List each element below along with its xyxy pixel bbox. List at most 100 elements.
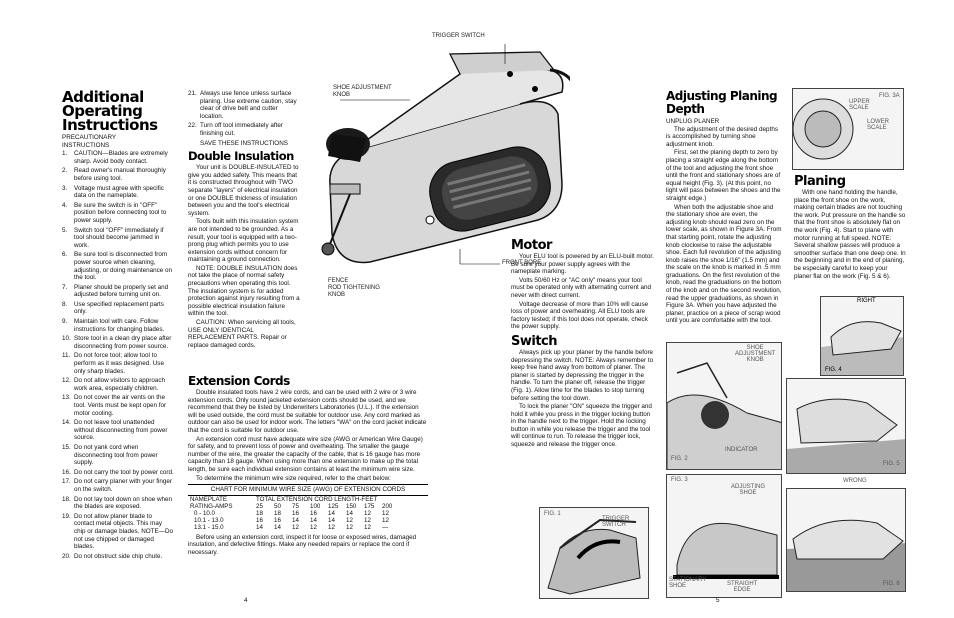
wire-size-cell: 16 [274, 516, 281, 524]
fig-2-indicator: INDICATOR [725, 447, 758, 453]
item-number: 14. [62, 419, 71, 427]
fig-6: FIG. 6 [786, 488, 906, 592]
item-number: 5. [62, 226, 68, 234]
additional-instructions-column: Additional Operating Instructions PRECAU… [62, 90, 174, 562]
item-text: Do not lay tool down on shoe when the bl… [74, 495, 173, 511]
length-header-cell: 75 [292, 502, 299, 510]
length-header-cell: 50 [274, 502, 281, 510]
item-number: 19. [62, 512, 71, 520]
list-item: 15.Do not yank cord when disconnecting t… [62, 444, 174, 467]
additional-title: Additional Operating Instructions [62, 88, 174, 133]
wire-size-cell: 16 [292, 509, 299, 517]
planing-section: Planing With one hand holding the handle… [794, 174, 906, 280]
item-number: 3. [62, 184, 68, 192]
shoe-adjustment-knob-label: SHOE ADJUSTMENT KNOB [333, 85, 392, 98]
list-item: 3. Voltage must agree with specific data … [62, 185, 174, 200]
planer-illustration [310, 34, 580, 294]
wire-size-cell: 12 [382, 516, 389, 524]
list-item: 7.Planer should be properly set and adju… [62, 284, 174, 299]
column-two: 21.Always use fence unless surface plani… [188, 90, 300, 350]
fig-3-drawing [673, 522, 779, 579]
wire-size-cell: 12 [382, 509, 389, 517]
wire-size-cell: 14 [274, 523, 281, 531]
wire-size-cell: 14 [256, 523, 263, 531]
length-header-cell: 150 [346, 502, 357, 510]
fig-4-drawing [821, 321, 903, 375]
rating-cell: 0 - 10.0 [194, 509, 215, 517]
list-item: 22.Turn off tool immediately after finis… [188, 122, 300, 137]
item-text: CAUTION—Blades are extremely sharp. Avoi… [74, 150, 168, 165]
item-text: Switch tool "OFF" immediately if tool sh… [74, 226, 164, 249]
item-number: 4. [62, 201, 68, 209]
page-number-left: 4 [244, 597, 248, 604]
wire-size-cell: 14 [346, 509, 353, 517]
paragraph: CAUTION: When servicing all tools, USE O… [188, 319, 296, 349]
wire-size-cell: 12 [310, 523, 317, 531]
fig-1-label: FIG. 1 [544, 511, 561, 517]
list-item: 12.Do not allow visitors to approach wor… [62, 377, 174, 392]
paragraph: Double insulated tools have 2 wire cords… [188, 389, 427, 434]
item-text: Do not leave tool unattended without dis… [74, 419, 168, 442]
extension-cords-title: Extension Cords [188, 374, 290, 388]
title-line: Operating [62, 102, 143, 120]
wire-size-cell: 12 [328, 523, 335, 531]
item-text: Use specified replacement parts only. [74, 300, 164, 316]
wire-size-cell: 14 [292, 516, 299, 524]
front-bore-label: FRONT BORE [502, 260, 542, 266]
length-header-cell: 25 [256, 502, 263, 510]
paragraph: Volts 50/60 Hz or "AC only" means your t… [511, 276, 652, 299]
title-line: Additional [62, 88, 144, 106]
list-item: 4. Be sure the switch is in "OFF" positio… [62, 202, 174, 225]
list-item: 6.Be sure tool is disconnected from powe… [62, 251, 174, 281]
extension-cords-section: Extension Cords Double insulated tools h… [188, 374, 428, 557]
wire-size-cell: 12 [346, 523, 353, 531]
list-item: 10.Store tool in a clean dry place after… [62, 335, 174, 350]
item-number: 11. [62, 352, 71, 360]
item-text: Planer should be properly set and adjust… [74, 283, 169, 299]
length-header-cell: 200 [382, 502, 393, 510]
item-text: Voltage must agree with specific data on… [74, 184, 164, 200]
list-item: 19.Do not allow planer blade to contact … [62, 513, 174, 551]
page-number-right: 5 [716, 597, 720, 604]
wire-chart: CHART FOR MINIMUM WIRE SIZE (AWG) OF EXT… [188, 484, 428, 531]
paragraph: Your ELU tool is powered by an ELU-built… [511, 253, 654, 276]
wire-size-cell: 16 [256, 516, 263, 524]
item-number: 6. [62, 251, 68, 259]
depth-text: The adjustment of the desired depths is … [666, 126, 782, 325]
item-text: Maintain tool with care. Follow instruct… [74, 318, 165, 333]
item-text: Turn off tool immediately after finishin… [200, 122, 283, 137]
item-number: 15. [62, 443, 71, 451]
wire-size-cell: 12 [364, 523, 371, 531]
list-item: 11.Do not force tool; allow tool to perf… [62, 352, 174, 375]
switch-text: Always pick up your planer by the handle… [511, 349, 656, 449]
list-item: 8.Use specified replacement parts only. [62, 301, 174, 316]
list-item: 14.Do not leave tool unattended without … [62, 419, 174, 442]
paragraph: Voltage decrease of more than 10% will c… [511, 300, 649, 331]
item-number: 2. [62, 167, 68, 175]
length-header-cell: 175 [364, 502, 375, 510]
fig-4-label: FIG. 4 [825, 367, 842, 373]
fig-3-label: FIG. 3 [671, 477, 688, 483]
fig-2: SHOE ADJUSTMENT KNOB INDICATOR FIG. 2 [666, 342, 782, 470]
double-insulation-title: Double Insulation [188, 149, 294, 164]
extension-cords-text: Double insulated tools have 2 wire cords… [188, 389, 428, 482]
item-text: Always use fence unless surface planing.… [200, 90, 297, 120]
list-item: 17.Do not carry planer with your finger … [62, 478, 174, 493]
paragraph: NOTE: DOUBLE INSULATION does not take th… [188, 264, 300, 318]
item-text: Be sure the switch is in "OFF" position … [74, 201, 167, 224]
paragraph: To lock the planer "ON" squeeze the trig… [511, 403, 652, 449]
fig-2-label: FIG. 2 [671, 456, 688, 462]
fig-4-right: RIGHT [857, 298, 876, 304]
item-text: Do not carry the tool by power cord. [74, 468, 174, 476]
list-item: 2.Read owner's manual thoroughly before … [62, 167, 174, 182]
